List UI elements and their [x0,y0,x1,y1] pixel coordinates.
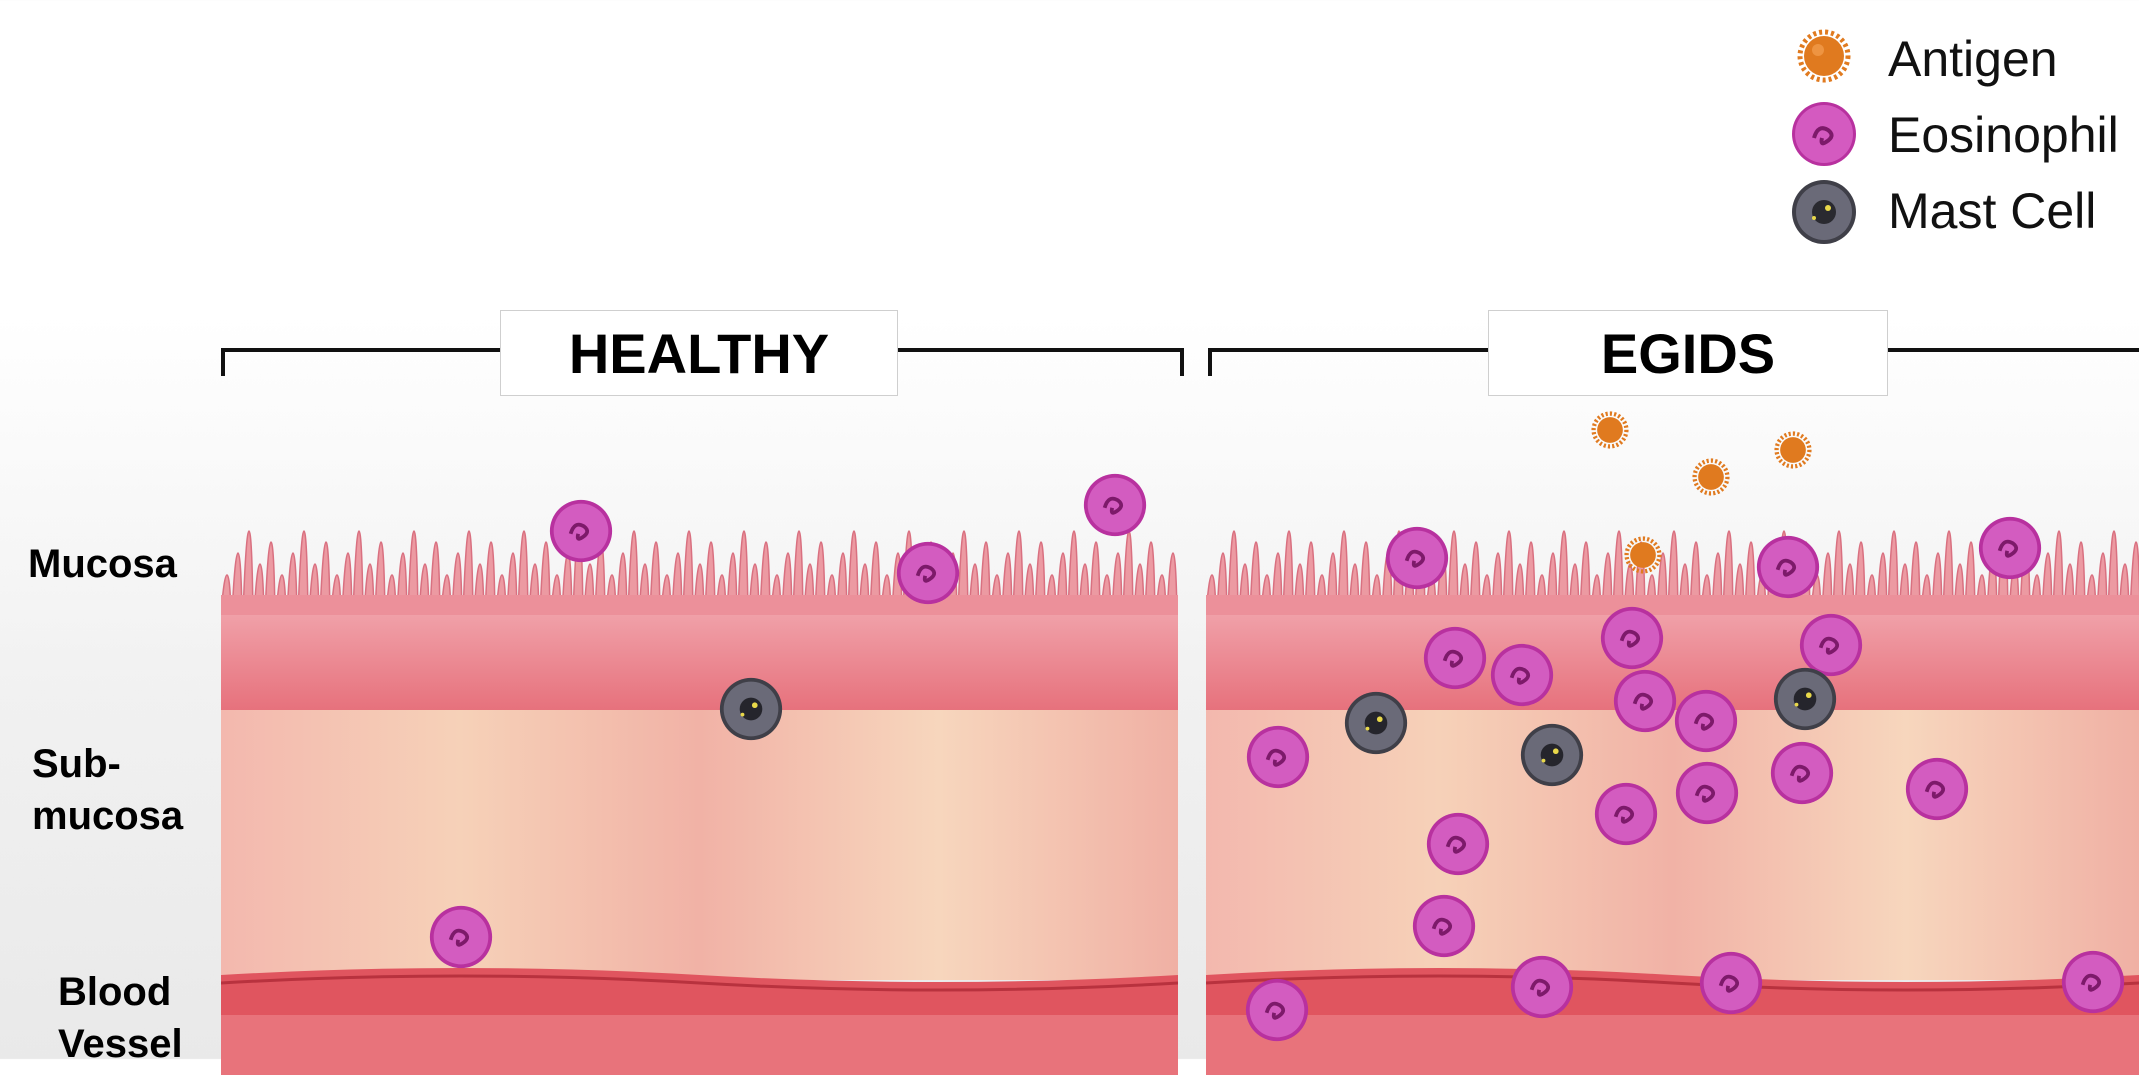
mast-cell-17 [1519,722,1585,788]
mast-cell-icon [1792,178,1862,248]
legend-label-eosinophil: Eosinophil [1888,106,2119,164]
eosinophil-25 [1509,954,1575,1020]
eosinophil-2 [1082,472,1148,538]
eosinophil-5 [428,904,494,970]
mast-cell-15 [1343,690,1409,756]
antigen-2 [1686,452,1736,502]
layer-label-submucosa: Sub- mucosa [32,738,183,842]
eosinophil-7 [1755,534,1821,600]
layer-label-mucosa: Mucosa [28,538,177,590]
eosinophil-24 [1411,893,1477,959]
legend-label-mast-cell: Mast Cell [1888,182,2096,240]
eosinophil-19 [1904,756,1970,822]
antigen-1 [1585,405,1635,455]
eosinophil-3 [895,540,961,606]
mast-cell-4 [718,676,784,742]
mast-cell-16 [1772,666,1838,732]
egids-title: EGIDS [1488,310,1888,396]
eosinophil-10 [1489,642,1555,708]
eosinophil-26 [1698,950,1764,1016]
healthy-tissue [221,455,1178,1075]
antigen-4 [1618,530,1668,580]
eosinophil-20 [1593,781,1659,847]
eosinophil-9 [1422,625,1488,691]
antigen-icon [1792,26,1862,96]
layer-label-blood-vessel: Blood Vessel [58,966,183,1070]
healthy-title: HEALTHY [500,310,898,396]
eosinophil-28 [2060,949,2126,1015]
eosinophil-22 [1769,740,1835,806]
legend-item-antigen: Antigen [1792,26,2132,86]
antigen-3 [1768,425,1818,475]
eosinophil-27 [1244,977,1310,1043]
eosinophil-8 [1977,515,2043,581]
eosinophil-1 [548,498,614,564]
eosinophil-23 [1425,811,1491,877]
eosinophil-6 [1384,525,1450,591]
legend-label-antigen: Antigen [1888,30,2058,88]
eosinophil-13 [1612,668,1678,734]
eosinophil-icon [1792,102,1862,172]
eosinophil-14 [1673,688,1739,754]
legend-item-mast-cell: Mast Cell [1792,178,2132,238]
eosinophil-18 [1245,724,1311,790]
legend-item-eosinophil: Eosinophil [1792,102,2132,162]
eosinophil-11 [1599,605,1665,671]
eosinophil-21 [1674,760,1740,826]
